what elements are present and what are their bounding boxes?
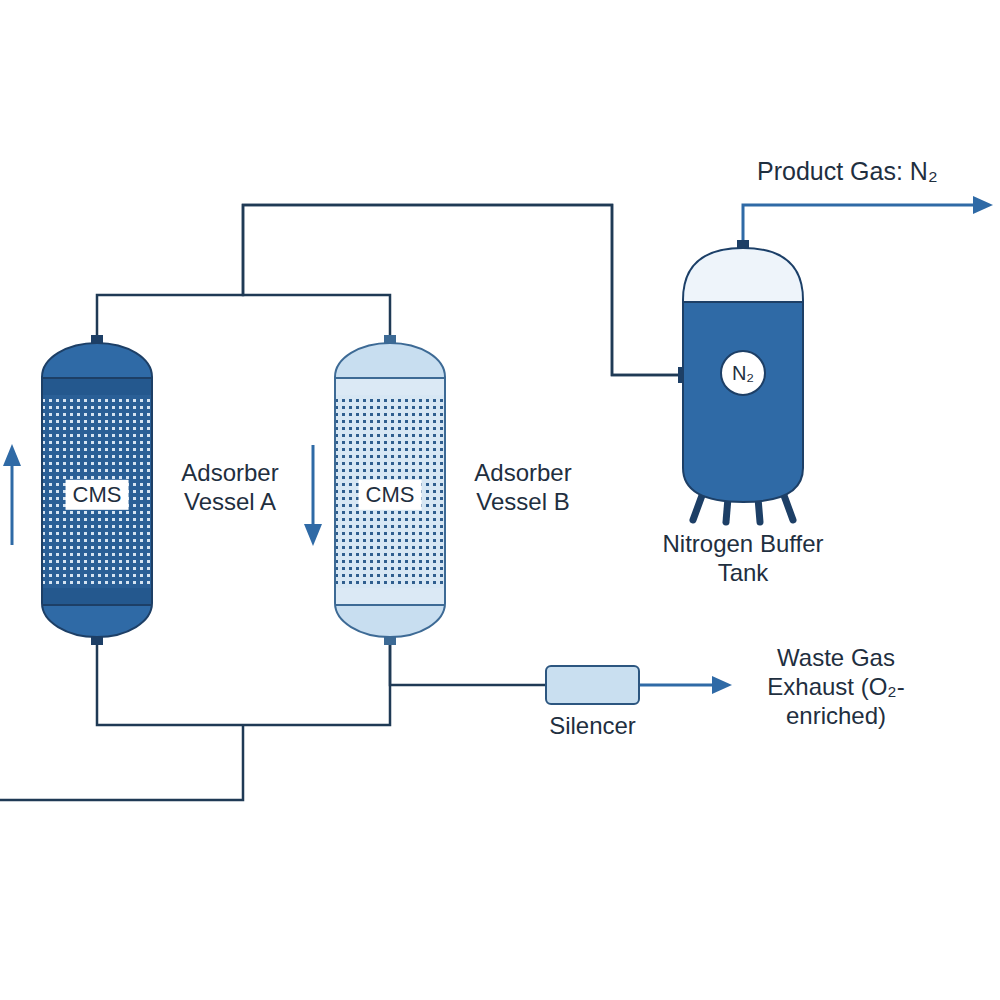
arrow-head bbox=[973, 196, 993, 214]
flow-arrow bbox=[312, 445, 315, 528]
exhaust-pipe bbox=[640, 684, 714, 687]
silencer-box: Silencer bbox=[545, 665, 640, 705]
feed-pipe bbox=[0, 725, 243, 800]
exhaust-label: Waste Gas Exhaust (O₂-enriched) bbox=[748, 644, 924, 730]
part-label: CMS bbox=[66, 480, 129, 510]
adsorber-vessel: CMSAdsorber Vessel A bbox=[41, 335, 153, 645]
pipe-connector bbox=[390, 645, 545, 685]
pipe-connector bbox=[243, 205, 678, 375]
flow-arrow bbox=[11, 462, 14, 545]
part-label: CMS bbox=[359, 480, 422, 510]
product-label: Product Gas: N₂ bbox=[757, 156, 938, 186]
pipe-connector bbox=[97, 645, 390, 725]
arrow-head bbox=[3, 444, 21, 466]
arrow-head bbox=[304, 524, 322, 546]
silencer-shape bbox=[545, 665, 640, 705]
vessel-label: Adsorber Vessel B bbox=[456, 459, 590, 517]
silencer-label: Silencer bbox=[513, 712, 672, 741]
arrow-head bbox=[712, 676, 732, 694]
buffer-tank: Nitrogen Buffer TankN₂ bbox=[678, 240, 808, 525]
gas-symbol: N₂ bbox=[719, 349, 767, 397]
adsorber-vessel: CMSAdsorber Vessel B bbox=[334, 335, 446, 645]
gas-symbol-text: N₂ bbox=[719, 361, 767, 385]
tank-label: Nitrogen Buffer Tank bbox=[643, 530, 843, 588]
product-pipe bbox=[743, 205, 975, 240]
vessel-label: Adsorber Vessel A bbox=[163, 459, 297, 517]
